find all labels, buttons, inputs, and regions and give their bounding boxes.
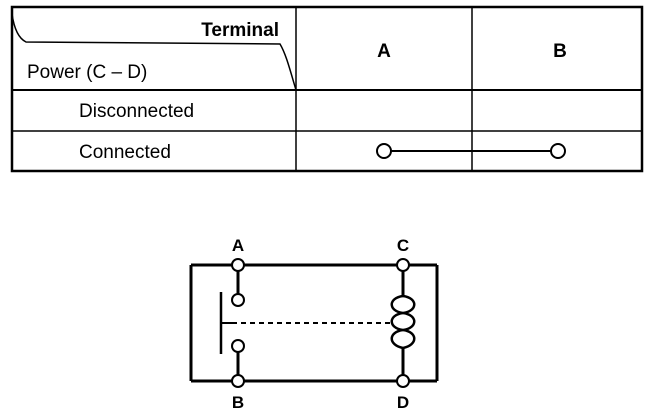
corner-label-power: Power (C – D) (27, 62, 147, 83)
continuity-table: Terminal Power (C – D) A B Disconnected … (10, 5, 644, 173)
continuity-dot-a (376, 143, 392, 159)
corner-label-terminal: Terminal (201, 20, 279, 41)
coil-icon (390, 294, 416, 350)
terminal-d-dot (396, 374, 410, 388)
row-label-disconnected: Disconnected (79, 101, 194, 122)
terminal-b-label: B (232, 393, 244, 412)
relay-schematic: A B C D (189, 236, 439, 412)
terminal-c-dot (396, 258, 410, 272)
column-header-b: B (553, 41, 567, 62)
row-label-connected: Connected (79, 142, 171, 163)
continuity-indicator (376, 143, 566, 159)
terminal-c-label: C (397, 236, 409, 255)
column-header-a: A (377, 41, 391, 62)
continuity-dot-b (550, 143, 566, 159)
switch-contact-lower (231, 339, 245, 353)
terminal-b-dot (231, 374, 245, 388)
switch-contact-upper (231, 293, 245, 307)
terminal-a-dot (231, 258, 245, 272)
terminal-a-label: A (232, 236, 244, 255)
corner-diagonal (11, 13, 297, 91)
terminal-d-label: D (397, 393, 409, 412)
